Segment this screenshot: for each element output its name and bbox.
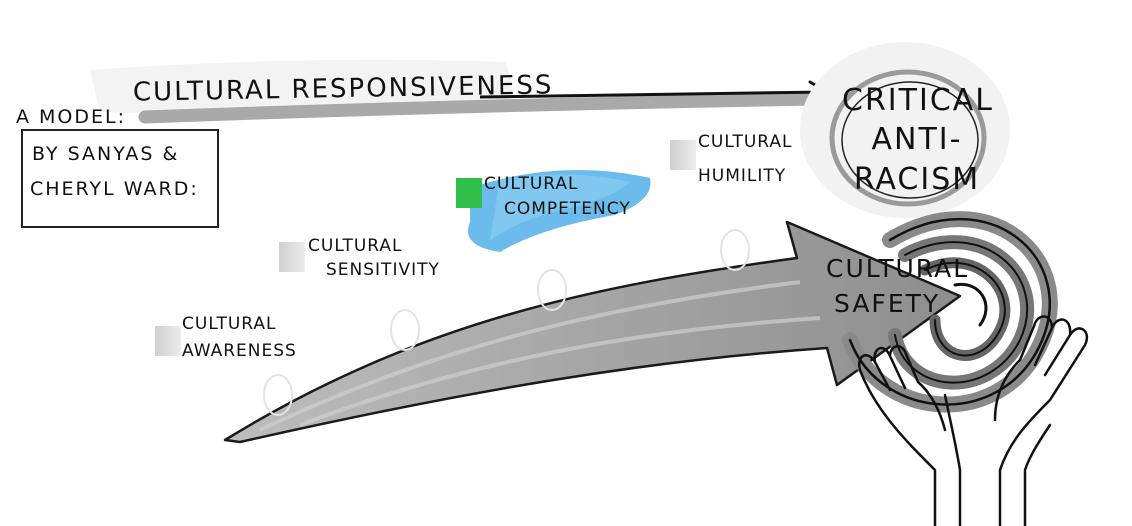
hands xyxy=(857,315,1088,526)
stage-humility-line-2: HUMILITY xyxy=(698,166,787,186)
destination-line-1: CRITICAL xyxy=(842,83,994,118)
attribution-box xyxy=(21,129,219,228)
competency-wash-light xyxy=(490,174,630,240)
swatch-humility xyxy=(670,140,696,170)
stage-humility-line-1: CULTURAL xyxy=(698,132,793,152)
stage-competency-line-2: COMPETENCY xyxy=(504,199,631,219)
stage-competency-line-1: CULTURAL xyxy=(484,174,579,194)
destination-line-2: ANTI- xyxy=(871,122,963,157)
stage-sensitivity-line-1: CULTURAL xyxy=(308,236,403,256)
attribution-line-1: BY SANYAS & xyxy=(32,143,180,165)
culmination-line-2: SAFETY xyxy=(834,289,941,318)
destination-circle-inner xyxy=(841,81,979,199)
title-wash xyxy=(90,59,513,115)
swatch-sensitivity xyxy=(279,242,305,272)
model-label: A MODEL: xyxy=(16,106,127,128)
attribution-line-2: CHERYL WARD: xyxy=(30,178,199,200)
arrow-texture xyxy=(259,280,821,432)
stage-awareness-line-2: AWARENESS xyxy=(182,341,297,361)
destination-line-3: RACISM xyxy=(853,162,981,197)
swatch-competency xyxy=(456,178,482,208)
ghost-marks xyxy=(263,229,750,416)
stage-awareness-line-1: CULTURAL xyxy=(182,314,277,334)
title-underline-stroke xyxy=(138,92,827,124)
stage-sensitivity-line-2: SENSITIVITY xyxy=(326,260,440,280)
target-spiral xyxy=(842,211,1058,413)
culmination-line-1: CULTURAL xyxy=(826,254,970,283)
destination-circle-outer xyxy=(829,69,987,207)
title-arrow-line xyxy=(479,90,826,99)
swatch-awareness xyxy=(155,326,181,356)
